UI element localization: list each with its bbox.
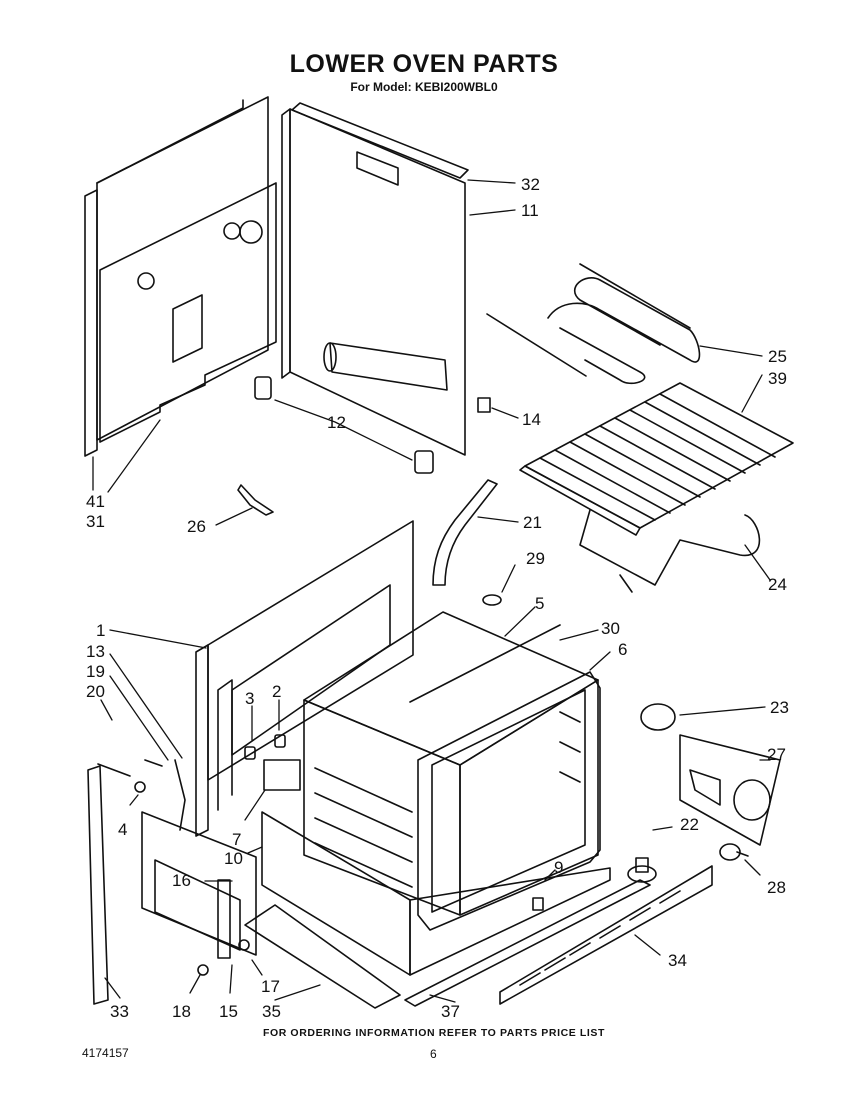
bottom-panel-35 [244, 904, 401, 1009]
callout-26: 26 [187, 517, 206, 536]
back-panel-inner [99, 182, 277, 443]
callout-27: 27 [767, 745, 786, 764]
callout-11: 11 [521, 201, 539, 220]
callout-33: 33 [110, 1002, 129, 1021]
callout-30: 30 [601, 619, 620, 638]
ordering-note: FOR ORDERING INFORMATION REFER TO PARTS … [262, 1027, 606, 1039]
page-title: LOWER OVEN PARTS [289, 50, 559, 78]
callout-35: 35 [262, 1002, 281, 1021]
callout-22: 22 [680, 815, 699, 834]
callout-3: 3 [245, 689, 254, 708]
callout-6: 6 [618, 640, 627, 659]
callout-1: 1 [96, 621, 105, 640]
callout-32: 32 [521, 175, 540, 194]
callout-10: 10 [224, 849, 243, 868]
callout-31: 31 [86, 512, 105, 531]
callout-20: 20 [86, 682, 105, 701]
callout-7: 7 [232, 830, 241, 849]
callout-21: 21 [523, 513, 542, 532]
callout-37: 37 [441, 1002, 460, 1021]
oven-liner [303, 611, 601, 931]
bottom-panel-37 [404, 879, 651, 1007]
callout-34: 34 [668, 951, 687, 970]
callout-24: 24 [768, 575, 787, 594]
callout-41: 41 [86, 492, 105, 511]
back-panel-outer [84, 96, 269, 457]
oven-light-assembly [640, 703, 781, 861]
small-bracket [237, 484, 274, 516]
callout-39: 39 [768, 369, 787, 388]
callout-15: 15 [219, 1002, 238, 1021]
oven-bottom-box [261, 811, 611, 976]
leader-lines [92, 179, 771, 1003]
callout-13: 13 [86, 642, 105, 661]
oven-rack [519, 382, 794, 536]
vent-tube [432, 479, 502, 606]
callout-5: 5 [535, 594, 544, 613]
callout-4: 4 [118, 820, 127, 839]
callout-17: 17 [261, 977, 280, 996]
callout-16: 16 [172, 871, 191, 890]
burner-cap [627, 857, 657, 883]
callout-9: 9 [554, 858, 563, 877]
broil-element [579, 509, 761, 593]
bake-element [486, 263, 701, 385]
model-subtitle: For Model: KEBI200WBL0 [350, 80, 498, 94]
callout-14: 14 [522, 410, 541, 429]
document-number: 4174157 [82, 1046, 129, 1060]
callout-19: 19 [86, 662, 105, 681]
callout-18: 18 [172, 1002, 191, 1021]
callout-28: 28 [767, 878, 786, 897]
door-hinge-frame [141, 811, 257, 959]
hinge-brackets [254, 376, 491, 474]
glide-9 [532, 897, 544, 911]
side-panel [281, 102, 469, 456]
page-number: 6 [430, 1047, 437, 1061]
callout-numbers: 32 11 25 39 12 14 41 31 26 21 29 24 5 30… [86, 175, 789, 1021]
callout-2: 2 [272, 682, 281, 701]
vent-grille [499, 865, 713, 1005]
callout-12: 12 [327, 413, 346, 432]
callout-25: 25 [768, 347, 787, 366]
callout-23: 23 [770, 698, 789, 717]
door-strip [87, 765, 109, 1005]
callout-29: 29 [526, 549, 545, 568]
small-hardware [97, 734, 301, 976]
